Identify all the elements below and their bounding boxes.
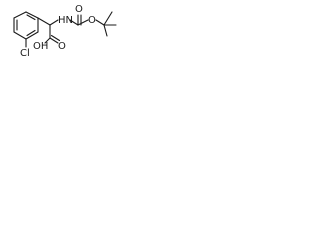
nh-label: HN	[58, 15, 73, 26]
benzene-ring	[13, 11, 39, 40]
nh-to-carbonyl-bond	[69, 19, 79, 26]
ring-bond-3	[25, 31, 39, 40]
ring-bond-6	[13, 11, 27, 19]
tbutyl-methyl-bond-3	[103, 24, 108, 37]
acid-carbonyl-oxygen-label: O	[58, 41, 66, 52]
tbutyl-methyl-bond-1	[103, 11, 113, 26]
carbonyl-oxygen-label: O	[75, 4, 83, 15]
ring-to-alpha-carbon-bond	[37, 17, 51, 26]
ester-oxygen-to-tbutyl-bond	[95, 19, 105, 26]
ring-bond-1	[25, 11, 39, 19]
hydroxyl-label: OH	[33, 41, 48, 52]
ester-oxygen-label: O	[88, 15, 96, 26]
carboxyl-double-bond-b	[50, 34, 61, 42]
alpha-carbon-to-nh-bond	[49, 19, 59, 26]
carboxyl-to-hydroxyl-bond	[44, 37, 51, 44]
ring-double-bond-2	[26, 29, 36, 37]
carbonyl-to-ester-oxygen-bond	[77, 19, 89, 26]
ring-bond-4	[13, 31, 27, 40]
ring-double-bond-1	[26, 14, 36, 21]
chlorine-label: Cl	[20, 48, 30, 59]
carboxyl-double-bond-a	[49, 37, 59, 44]
chemical-structure-diagram: HN O O O OH Cl	[13, 4, 117, 59]
